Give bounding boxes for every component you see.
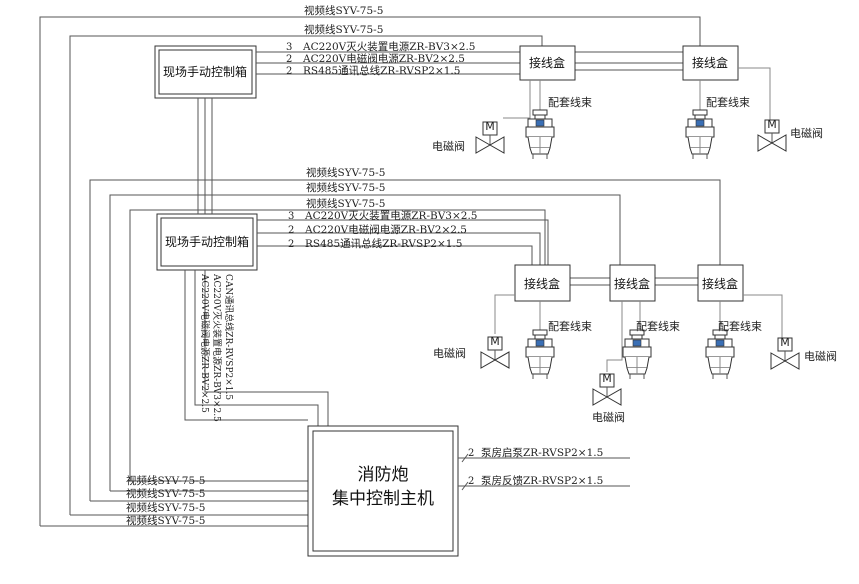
central-controller-inner [312, 430, 454, 552]
junction-box-upper-1 [519, 45, 576, 81]
pump-feedback-label: 泵房反馈ZR-RVSP2×1.5 [481, 474, 603, 487]
junction-box-upper-1-label: 接线盒 [529, 55, 565, 70]
junction-box-upper-2 [682, 45, 739, 81]
vertical-cable-fire [194, 270, 319, 426]
junction-box-lower-3 [697, 264, 744, 302]
video-label-mid-3: 视频线SYV-75-5 [306, 197, 385, 210]
wire-count-upper-2a: 2 [286, 54, 292, 65]
junction-box-lower-2 [609, 264, 656, 302]
video-label-top-1: 视频线SYV-75-5 [304, 4, 383, 17]
fire-monitor-icon [622, 329, 652, 380]
wire-lower-2a [257, 232, 541, 265]
wire-lower-2b [257, 245, 533, 265]
solenoid-label-upper-2: 电磁阀 [790, 126, 823, 140]
wire-label-lower-rs485: RS485通讯总线ZR-RVSP2×1.5 [305, 237, 462, 250]
wire-lower-3 [257, 219, 549, 265]
drop-lower-1-valve [494, 294, 515, 334]
fire-monitor-icon [525, 329, 555, 380]
fire-monitor-icon [685, 109, 715, 160]
video-label-bottom-4: 视频线SYV-75-5 [126, 514, 205, 527]
junction-box-lower-1-label: 接线盒 [524, 276, 560, 291]
drop-lower-3-valve [743, 294, 783, 340]
wire-count-upper-2b: 2 [286, 66, 292, 77]
junction-box-lower-1 [514, 264, 571, 302]
control-box-lower-inner [160, 217, 254, 267]
vertical-label-can: CAN通讯总线ZR-RVSP2×1.5 [223, 274, 235, 400]
wire-count-lower-2a: 2 [288, 225, 294, 236]
video-line-lower-1 [89, 179, 721, 501]
solenoid-label-lower-3: 电磁阀 [804, 349, 837, 363]
junction-box-lower-3-label: 接线盒 [702, 276, 738, 291]
control-box-upper-label: 现场手动控制箱 [163, 64, 247, 79]
harness-label-upper-1: 配套线束 [548, 95, 592, 109]
valve-mark-5: M [780, 336, 790, 349]
harness-label-lower-1: 配套线束 [548, 319, 592, 333]
video-label-bottom-3: 视频线SYV-75-5 [126, 501, 205, 514]
video-line-lower-3 [129, 209, 546, 481]
junction-box-upper-2-label: 接线盒 [692, 55, 728, 70]
valve-mark-4: M [602, 372, 612, 385]
tick-1 [461, 453, 469, 463]
junction-box-lower-2-label: 接线盒 [614, 276, 650, 291]
pump-start-count: 2 [468, 448, 474, 459]
drop-upper-1-valve [503, 80, 531, 119]
pump-feedback-count: 2 [468, 476, 474, 487]
vertical-label-valve: AC220V电磁阀电源ZR-BV2×2.5 [199, 273, 211, 413]
wire-label-upper-valve: AC220V电磁阀电源ZR-BV2×2.5 [302, 52, 465, 65]
video-label-mid-1: 视频线SYV-75-5 [306, 166, 385, 179]
wire-label-upper-rs485: RS485通讯总线ZR-RVSP2×1.5 [303, 64, 460, 77]
harness-label-lower-3: 配套线束 [718, 319, 762, 333]
valve-mark-1: M [485, 120, 495, 133]
vertical-label-fire: AC220V灭火装置电源ZR-BV3×2.5 [211, 273, 223, 422]
tick-2 [461, 481, 469, 491]
video-line-upper-2 [69, 35, 543, 515]
vertical-cable-valve [204, 270, 329, 426]
pump-start-label: 泵房启泵ZR-RVSP2×1.5 [481, 446, 603, 459]
video-label-top-2: 视频线SYV-75-5 [304, 23, 383, 36]
wire-label-lower-fire: AC220V灭火装置电源ZR-BV3×2.5 [304, 209, 477, 222]
fire-monitor-icon [705, 329, 735, 380]
drop-upper-2-valve [738, 67, 771, 128]
wire-count-upper-3: 3 [286, 42, 292, 53]
valve-mark-3: M [490, 335, 500, 348]
video-line-lower-2 [109, 194, 621, 491]
control-box-lower-label: 现场手动控制箱 [165, 234, 249, 249]
control-box-upper-inner [158, 49, 253, 95]
wire-label-upper-fire: AC220V灭火装置电源ZR-BV3×2.5 [302, 40, 475, 53]
wire-label-lower-valve: AC220V电磁阀电源ZR-BV2×2.5 [304, 223, 467, 236]
solenoid-label-lower-2: 电磁阀 [592, 410, 625, 424]
video-label-bottom-1: 视频线SYV-75-5 [126, 474, 205, 487]
video-line-upper-1 [39, 16, 701, 526]
controller-title-line1: 消防炮 [358, 465, 409, 485]
solenoid-label-upper-1: 电磁阀 [432, 139, 465, 153]
drop-lower-2-valve [606, 301, 623, 372]
video-label-bottom-2: 视频线SYV-75-5 [126, 487, 205, 500]
harness-label-lower-2: 配套线束 [636, 319, 680, 333]
vertical-cable-can [184, 270, 308, 421]
valve-mark-2: M [767, 118, 777, 131]
solenoid-label-lower-1: 电磁阀 [433, 346, 466, 360]
wire-count-lower-3: 3 [288, 211, 294, 222]
harness-label-upper-2: 配套线束 [706, 95, 750, 109]
wire-count-lower-2b: 2 [288, 239, 294, 250]
controller-title-line2: 集中控制主机 [332, 489, 434, 509]
video-label-mid-2: 视频线SYV-75-5 [306, 181, 385, 194]
